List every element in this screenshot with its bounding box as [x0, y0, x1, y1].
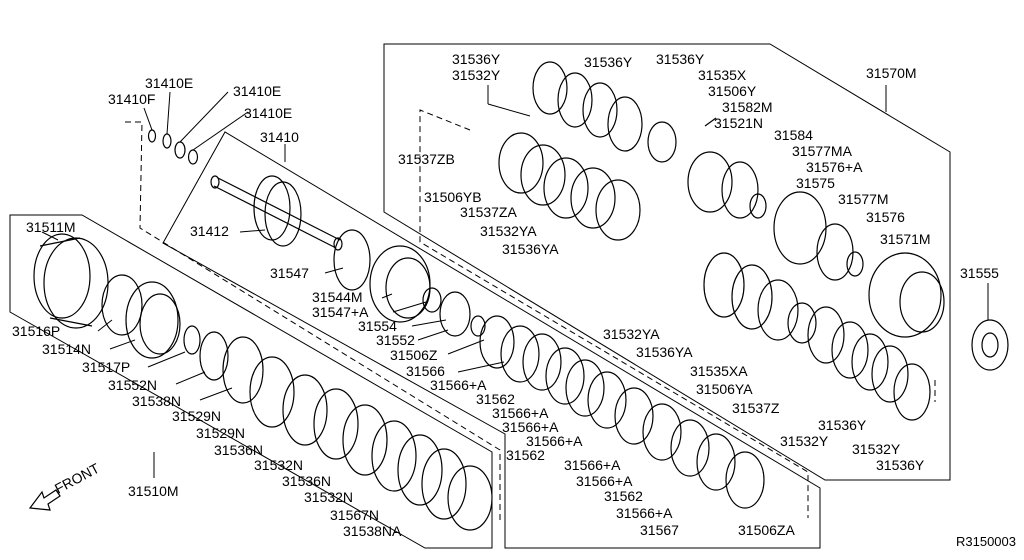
part-label: 31566+A: [492, 405, 549, 421]
part-label: 31562: [476, 391, 515, 407]
clutch-plates-center: [479, 315, 765, 509]
part-label: 31582M: [722, 99, 773, 115]
part-label: 31536Y: [584, 54, 633, 70]
part-label: 31410F: [108, 91, 155, 107]
oring-part: [174, 141, 186, 159]
part-label: 31536N: [214, 442, 263, 458]
leader-lines: [41, 85, 989, 478]
part-label: 31547+A: [312, 304, 369, 320]
part-label: 31567N: [330, 507, 379, 523]
part-label: 31538N: [132, 393, 181, 409]
part-label: 31552N: [108, 377, 157, 393]
front-label: FRONT: [52, 460, 102, 497]
part-label: 31410: [260, 129, 299, 145]
input-shaft-part: [210, 175, 343, 251]
part-label: 31536N: [282, 473, 331, 489]
group-outlines: [9, 43, 951, 549]
piston-assembly-part: [101, 274, 229, 381]
part-label: 31566+A: [430, 377, 487, 393]
part-label: 31511M: [26, 219, 76, 235]
drawing-id: R3150003: [956, 534, 1016, 549]
clutch-plates-upper: [498, 61, 677, 241]
part-label: 31532Y: [780, 433, 829, 449]
outline-31410: [162, 131, 821, 549]
oring-part: [147, 129, 157, 143]
front-arrow-icon: [28, 489, 61, 511]
clutch-drum-31544m: [333, 229, 486, 337]
outline-31510m: [9, 214, 493, 549]
part-label: 31566+A: [616, 505, 673, 521]
part-label: 31555: [960, 265, 999, 281]
part-label: 31532YA: [480, 223, 537, 239]
part-label: 31566+A: [502, 419, 559, 435]
part-label: 31566: [406, 363, 445, 379]
part-label: 31514N: [42, 341, 91, 357]
part-labels: 31410F 31410E 31410E 31410E 31410 31412 …: [12, 51, 999, 539]
part-label: 31535XA: [690, 363, 748, 379]
part-label: 31536YA: [502, 241, 559, 257]
part-label: 31506Z: [390, 347, 438, 363]
part-label: 31529N: [172, 408, 221, 424]
part-label: 31529N: [196, 425, 245, 441]
part-label: 31532N: [304, 489, 353, 505]
part-label: 31576: [866, 209, 905, 225]
parts-drawing: [33, 61, 1009, 531]
part-label: 31552: [376, 332, 415, 348]
part-label: 31410E: [244, 105, 292, 121]
dashed-outline-inner: [419, 109, 809, 518]
part-label: 31576+A: [806, 159, 863, 175]
part-label: 31566+A: [564, 457, 621, 473]
part-label: 31567: [640, 522, 679, 538]
drum-part-31511m: [33, 233, 109, 329]
part-label: 31544M: [312, 289, 363, 305]
part-label: 31517P: [82, 359, 130, 375]
part-label: 31584: [774, 127, 813, 143]
part-label: 31536Y: [656, 51, 705, 67]
part-label: 31535X: [698, 67, 747, 83]
part-label: 31410E: [145, 75, 193, 91]
part-label: 31571M: [880, 231, 931, 247]
part-label: 31532Y: [852, 441, 901, 457]
part-label: 31537ZB: [398, 151, 455, 167]
part-label: 31532YA: [603, 326, 660, 342]
part-label: 31506Y: [708, 83, 757, 99]
clutch-plates-right: [703, 252, 931, 421]
part-label: 31506ZA: [738, 522, 795, 538]
part-label: 31547: [270, 265, 309, 281]
part-label: 31577M: [838, 191, 889, 207]
part-label: 31566+A: [526, 433, 583, 449]
part-label: 31566+A: [576, 473, 633, 489]
oring-part: [187, 149, 199, 165]
part-label: 31536Y: [818, 417, 867, 433]
outline-31570m: [383, 43, 951, 481]
part-label: 31577MA: [792, 143, 853, 159]
part-label: 31537Z: [732, 400, 780, 416]
part-label: 31562: [506, 447, 545, 463]
part-label: 31575: [796, 175, 835, 191]
part-label: 31536YA: [636, 344, 693, 360]
clutch-drum-31575: [687, 117, 1009, 371]
front-direction-indicator: FRONT: [28, 460, 102, 511]
part-label: 31554: [358, 318, 397, 334]
part-label: 31536Y: [876, 457, 925, 473]
part-label: 31510M: [128, 483, 179, 499]
part-label: 31516P: [12, 323, 60, 339]
part-label: 31532N: [254, 457, 303, 473]
part-label: 31410E: [233, 83, 281, 99]
part-label: 31532Y: [452, 67, 501, 83]
part-label: 31538NA: [343, 523, 402, 539]
part-label: 31506YB: [424, 189, 482, 205]
clutch-plates-lower: [222, 336, 493, 531]
part-label: 31536Y: [452, 51, 501, 67]
part-label: 31412: [190, 223, 229, 239]
part-label: 31506YA: [696, 381, 753, 397]
part-label: 31521N: [714, 115, 763, 131]
dashed-outline-31410f: [125, 121, 501, 520]
part-label: 31537ZA: [460, 204, 517, 220]
part-label: 31570M: [866, 65, 917, 81]
part-label: 31562: [604, 488, 643, 504]
oring-part: [162, 133, 172, 149]
